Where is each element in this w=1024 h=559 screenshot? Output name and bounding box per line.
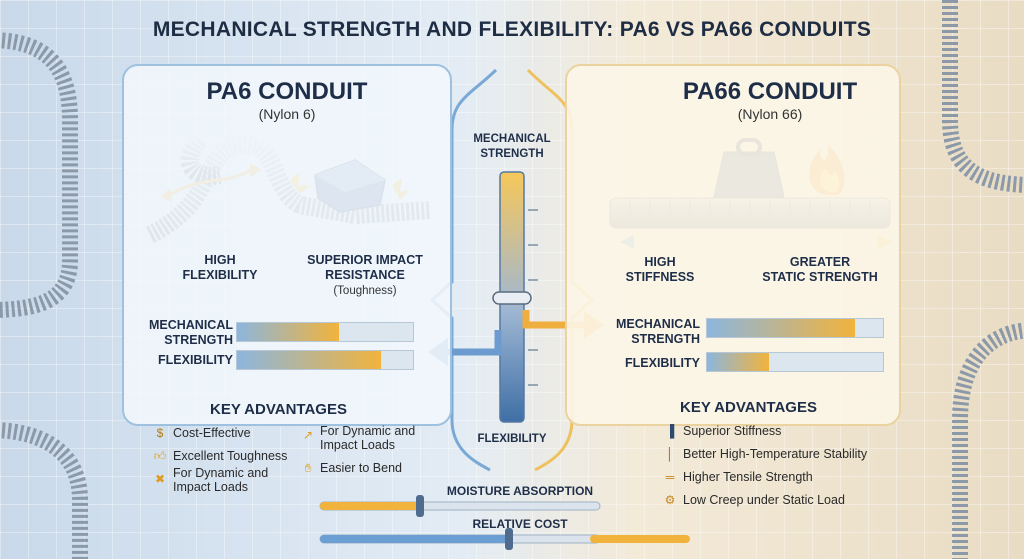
corrugated-conduit-top-right bbox=[942, 0, 1024, 193]
page-title: MECHANICAL STRENGTH AND FLEXIBILITY: PA6… bbox=[152, 18, 872, 41]
pa6-adv-bend: Easier to Bend bbox=[320, 461, 402, 475]
thumbs-up-icon: 👍︎ bbox=[153, 449, 167, 463]
pa6-key-advantages-title: KEY ADVANTAGES bbox=[210, 401, 347, 418]
corrugated-conduit-bottom-right bbox=[952, 322, 1024, 559]
thermometer-icon: │ bbox=[666, 447, 674, 461]
moisture-absorption-label: MOISTURE ABSORPTION bbox=[446, 484, 594, 498]
pa6-adv-toughness: Excellent Toughness bbox=[173, 449, 288, 463]
pa66-key-advantages-title: KEY ADVANTAGES bbox=[680, 399, 817, 416]
crossed-arrows-icon: ✖ bbox=[154, 472, 166, 486]
pa6-feature-note: (Toughness) bbox=[333, 285, 397, 297]
hand-icon: ✋︎ bbox=[304, 461, 312, 475]
pa6-adv-cost: Cost-Effective bbox=[173, 426, 251, 440]
arrow-to-left bbox=[445, 330, 502, 356]
pa6-strength-bar bbox=[236, 322, 414, 342]
dumbbell-icon: ═ bbox=[665, 470, 675, 484]
pa6-flexibility-bar bbox=[236, 350, 414, 370]
pa66-flexibility-fill bbox=[707, 353, 769, 371]
pa66-flexibility-bar bbox=[706, 352, 884, 372]
corrugated-conduit-top-left bbox=[0, 32, 78, 318]
gear-icon: ⚙︎ bbox=[664, 493, 676, 507]
pa66-adv-temperature: Better High-Temperature Stability bbox=[683, 447, 868, 461]
relative-cost-label: RELATIVE COST bbox=[472, 517, 568, 531]
pa66-title: PA66 CONDUIT bbox=[682, 78, 858, 105]
cost-slider bbox=[319, 528, 690, 550]
pa6-flexibility-fill bbox=[237, 351, 382, 369]
pa66-strength-bar bbox=[706, 318, 884, 338]
pa66-subtitle: (Nylon 66) bbox=[737, 106, 803, 122]
bar-chart-icon: ▐ bbox=[665, 424, 675, 438]
center-gauge-slider bbox=[492, 291, 532, 305]
pa66-strength-fill bbox=[707, 319, 855, 337]
pa66-flexibility-label: FLEXIBILITY bbox=[625, 356, 700, 370]
corrugated-conduit-bottom-left bbox=[0, 422, 88, 559]
pa6-strength-fill bbox=[237, 323, 340, 341]
moisture-slider bbox=[319, 495, 601, 517]
center-bottom-label: FLEXIBILITY bbox=[477, 433, 547, 445]
pa66-adv-tensile: Higher Tensile Strength bbox=[683, 470, 813, 484]
bend-arrow-icon: ↗ bbox=[302, 428, 314, 442]
pa66-adv-creep: Low Creep under Static Load bbox=[683, 493, 845, 507]
pa66-adv-stiffness: Superior Stiffness bbox=[683, 424, 782, 438]
dollar-coin-icon: $ bbox=[156, 426, 164, 440]
pa6-flexibility-label: FLEXIBILITY bbox=[158, 353, 233, 367]
pa6-subtitle: (Nylon 6) bbox=[258, 106, 316, 122]
pa6-title: PA6 CONDUIT bbox=[206, 78, 368, 105]
